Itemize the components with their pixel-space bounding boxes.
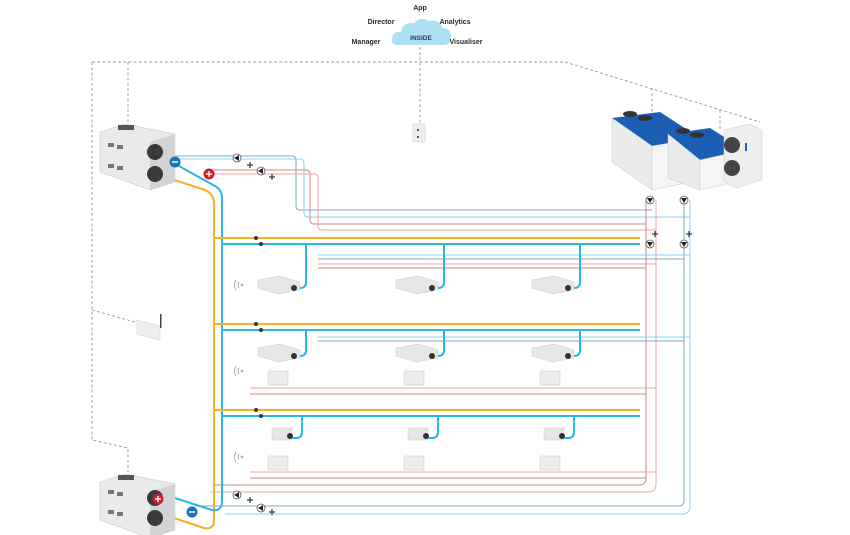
radiator-unit bbox=[267, 370, 289, 386]
app-label-visualiser: Visualiser bbox=[450, 39, 483, 46]
room-controller bbox=[412, 123, 426, 143]
cloud-label: INSIDE bbox=[410, 35, 432, 42]
network-left-drop bbox=[91, 62, 129, 472]
main-pipes bbox=[149, 149, 640, 530]
pump-icon bbox=[232, 490, 242, 500]
valve-icon bbox=[254, 322, 263, 332]
cassette-unit bbox=[395, 275, 439, 295]
fancoil-unit bbox=[407, 427, 429, 441]
radiator-unit bbox=[267, 455, 289, 471]
cassette-unit bbox=[257, 343, 301, 363]
valve-icon bbox=[652, 231, 658, 237]
radiator-unit bbox=[539, 370, 561, 386]
air-handling-unit-top bbox=[99, 123, 176, 191]
app-label-app: App bbox=[413, 5, 427, 12]
wireless-icon bbox=[234, 451, 244, 463]
valve-icon bbox=[254, 236, 263, 246]
valve-icon bbox=[254, 408, 263, 418]
air-handling-unit-bottom bbox=[99, 473, 176, 535]
pump-icon bbox=[645, 195, 655, 205]
fancoil-unit bbox=[271, 427, 293, 441]
pump-icon bbox=[256, 503, 266, 513]
wireless-icon bbox=[234, 279, 244, 291]
valve-icon bbox=[269, 174, 275, 180]
bms-network-lines bbox=[91, 47, 761, 472]
app-label-director: Director bbox=[368, 19, 395, 26]
pump-icon bbox=[679, 195, 689, 205]
valve-icon bbox=[686, 231, 692, 237]
cassette-unit bbox=[531, 343, 575, 363]
app-label-analytics: Analytics bbox=[439, 19, 470, 26]
app-label-manager: Manager bbox=[352, 39, 381, 46]
pump-icon bbox=[232, 153, 242, 163]
radiator-unit bbox=[403, 455, 425, 471]
pump-icon bbox=[256, 166, 266, 176]
pump-icon bbox=[645, 239, 655, 249]
network-backbone bbox=[92, 61, 761, 123]
wireless-icon bbox=[234, 365, 244, 377]
valve-icon bbox=[247, 497, 253, 503]
wireless-gateway bbox=[136, 314, 162, 341]
cassette-unit bbox=[395, 343, 439, 363]
fancoil-unit bbox=[543, 427, 565, 441]
valve-icons bbox=[247, 162, 692, 515]
cassette-unit bbox=[257, 275, 301, 295]
wireless-icons bbox=[234, 279, 244, 463]
valve-icon bbox=[247, 162, 253, 168]
pump-icons bbox=[232, 153, 689, 513]
gateway-link bbox=[91, 309, 136, 323]
pump-icon bbox=[679, 239, 689, 249]
radiator-unit bbox=[403, 370, 425, 386]
heat-pump-outdoor-unit bbox=[723, 123, 763, 189]
radiator-unit bbox=[539, 455, 561, 471]
inside-cloud: INSIDE bbox=[391, 18, 452, 45]
valve-icon bbox=[269, 509, 275, 515]
cloud-icon bbox=[391, 18, 452, 45]
cassette-unit bbox=[531, 275, 575, 295]
distribution-pipes bbox=[175, 155, 691, 515]
